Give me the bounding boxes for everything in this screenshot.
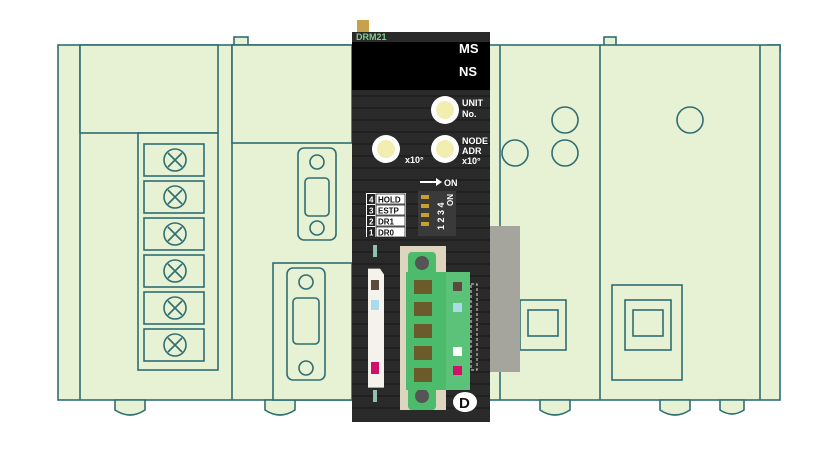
terminal-screw xyxy=(143,328,205,362)
dip-function-label: HOLD xyxy=(378,196,401,205)
on-label: ON xyxy=(444,178,458,188)
dip-function-label: DR1 xyxy=(378,218,395,227)
power-module xyxy=(79,44,219,371)
wire-slot xyxy=(414,324,432,338)
dip-number: 1 xyxy=(369,229,374,238)
ms-indicator: MS xyxy=(459,41,479,56)
ethernet-modules xyxy=(501,106,704,381)
x10-label: x10° xyxy=(462,156,481,166)
omron-logo: D xyxy=(453,392,477,412)
wire-slot xyxy=(414,368,432,382)
terminal-screw xyxy=(143,217,205,251)
terminal-screw xyxy=(143,254,205,288)
drm21-module: DRM21 MS NS UNIT No. x10° NODE ADR x10° … xyxy=(352,20,490,422)
dip-number: 2 xyxy=(369,218,374,227)
node-x1-rotary-switch[interactable] xyxy=(431,135,459,163)
devicenet-connector[interactable] xyxy=(400,246,470,410)
terminal-screw xyxy=(143,180,205,214)
dip-number: 4 xyxy=(369,196,374,205)
ns-indicator: NS xyxy=(459,64,477,79)
cpu-module xyxy=(231,44,353,401)
rj45-port xyxy=(519,299,567,351)
model-label: DRM21 xyxy=(356,32,387,42)
dip-number: 3 xyxy=(369,207,374,216)
terminal-screw xyxy=(143,291,205,325)
node-label: NODE xyxy=(462,136,488,146)
unit-no-label: No. xyxy=(462,109,477,119)
unit-label: UNIT xyxy=(462,98,483,108)
x10-label: x10° xyxy=(405,155,424,165)
terminal-screw xyxy=(143,143,205,177)
logo-letter: D xyxy=(459,395,470,412)
dip-function-table: 4 HOLD 3 ESTP 2 DR1 1 DR0 xyxy=(366,193,406,238)
wire-slot xyxy=(414,280,432,294)
dip-function-label: ESTP xyxy=(378,207,400,216)
wire-slot xyxy=(414,346,432,360)
dip-function-label: DR0 xyxy=(378,229,395,238)
dip-numbers: 1 2 3 4 xyxy=(436,202,446,230)
dip-on-label: ON xyxy=(446,194,455,206)
wire-slot xyxy=(414,302,432,316)
adr-label: ADR xyxy=(462,146,482,156)
unit-rotary-switch[interactable] xyxy=(431,96,459,124)
node-x10-rotary-switch[interactable] xyxy=(372,135,400,163)
